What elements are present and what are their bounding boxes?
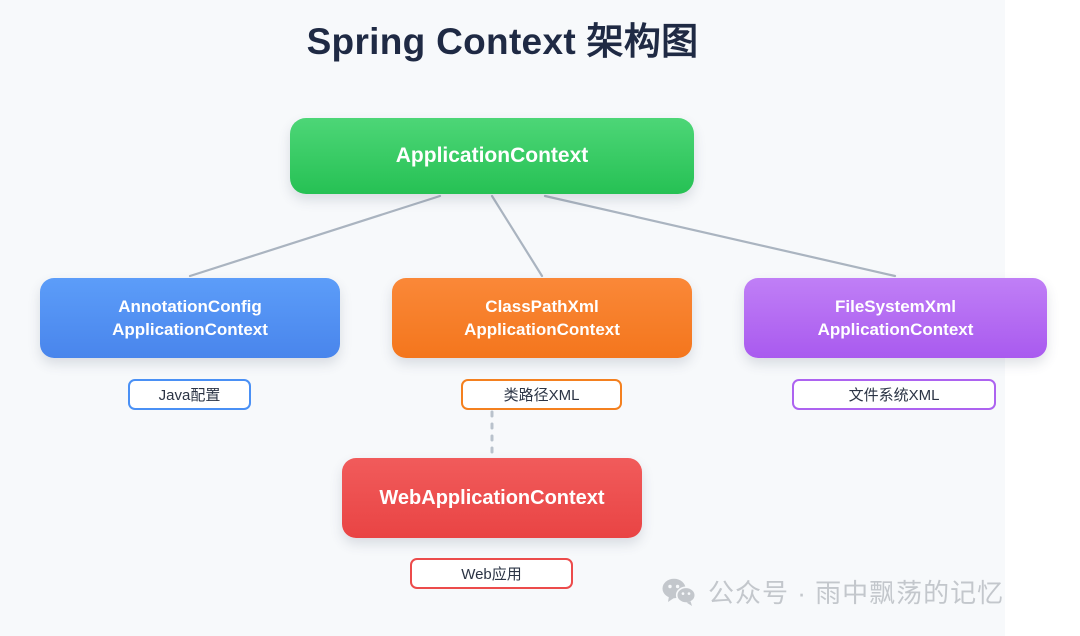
- caption-classpath-xml[interactable]: 类路径XML: [461, 379, 622, 410]
- node-label-line2: ApplicationContext: [112, 320, 268, 339]
- node-class-path-xml-application-context[interactable]: ClassPathXml ApplicationContext: [392, 278, 692, 358]
- watermark: 公众号 · 雨中飘荡的记忆: [662, 573, 1004, 610]
- node-label-line1: ClassPathXml: [485, 297, 599, 316]
- node-label: WebApplicationContext: [379, 486, 605, 509]
- node-file-system-xml-application-context[interactable]: FileSystemXml ApplicationContext: [744, 278, 1047, 358]
- caption-label: Java配置: [158, 387, 221, 404]
- connector-root-to-filesystem: [543, 194, 897, 278]
- node-label-line2: ApplicationContext: [464, 320, 620, 339]
- wechat-icon: [662, 578, 696, 606]
- node-web-application-context[interactable]: WebApplicationContext: [342, 458, 642, 538]
- caption-label: Web应用: [461, 566, 522, 583]
- caption-label: 类路径XML: [503, 387, 580, 404]
- page-title: Spring Context 架构图: [306, 21, 699, 62]
- caption-filesystem-xml[interactable]: 文件系统XML: [792, 379, 996, 410]
- node-label-line2: ApplicationContext: [817, 320, 974, 339]
- node-label-line1: FileSystemXml: [835, 297, 956, 316]
- caption-java-config[interactable]: Java配置: [128, 379, 251, 410]
- node-application-context[interactable]: ApplicationContext: [290, 118, 694, 194]
- caption-web-app[interactable]: Web应用: [410, 558, 573, 589]
- node-label-line1: AnnotationConfig: [118, 297, 262, 316]
- caption-label: 文件系统XML: [848, 387, 940, 404]
- connector-root-to-classpath: [490, 194, 544, 278]
- node-annotation-config-application-context[interactable]: AnnotationConfig ApplicationContext: [40, 278, 340, 358]
- watermark-text: 公众号 · 雨中飘荡的记忆: [708, 578, 1005, 608]
- node-label: ApplicationContext: [395, 144, 589, 167]
- connector-root-to-annotation: [188, 194, 442, 278]
